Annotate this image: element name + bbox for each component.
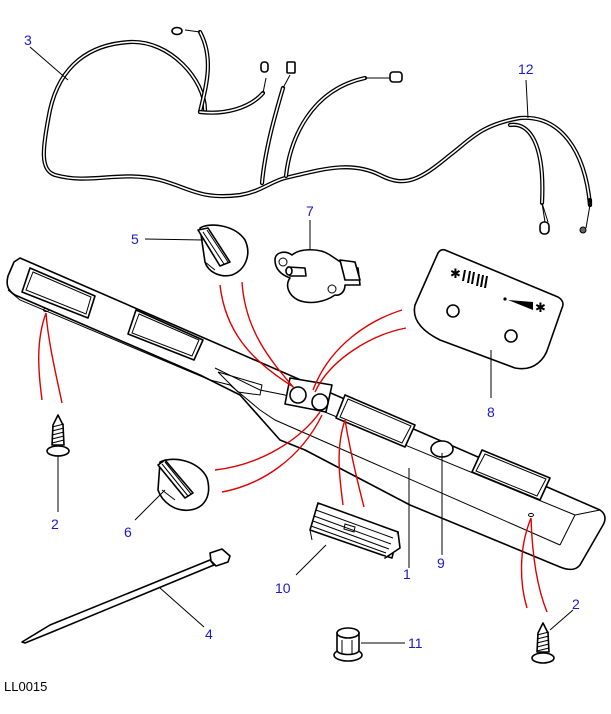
display-window — [471, 449, 551, 501]
callout-9[interactable]: 9 — [437, 555, 445, 571]
ring-terminal-icon — [171, 26, 183, 36]
illustration-reference-code: LL0015 — [4, 679, 47, 694]
bulb-holder[interactable] — [333, 627, 363, 662]
cable-tie[interactable] — [21, 548, 231, 644]
knob-hole — [289, 386, 307, 404]
callout-3[interactable]: 3 — [24, 32, 32, 48]
connector-icon — [389, 71, 403, 83]
heat-icon: ✱ — [535, 300, 546, 315]
callout-10[interactable]: 10 — [275, 580, 291, 596]
leader-lines — [29, 46, 574, 644]
knob-aperture — [504, 329, 518, 343]
air-vent-grille[interactable] — [309, 502, 401, 559]
callout-11[interactable]: 11 — [408, 635, 423, 651]
callout-12[interactable]: 12 — [518, 61, 534, 77]
knob-aperture — [446, 304, 460, 318]
display-window — [21, 267, 96, 319]
display-window — [127, 309, 204, 361]
assembly-lines — [38, 281, 548, 613]
callouts: 3 12 5 7 8 2 6 1 9 10 4 11 2 — [24, 32, 580, 651]
callout-5[interactable]: 5 — [131, 231, 139, 247]
ring-terminal-icon — [579, 226, 587, 234]
fan-icon: ✱ — [450, 266, 461, 281]
callout-4[interactable]: 4 — [205, 626, 213, 642]
display-window — [335, 394, 416, 448]
connector-icon — [260, 61, 269, 73]
connector-icon — [286, 61, 296, 74]
screw[interactable] — [531, 622, 555, 664]
knob-hole — [311, 393, 329, 411]
callout-7[interactable]: 7 — [306, 203, 314, 219]
callout-6[interactable]: 6 — [124, 524, 132, 540]
connector-icon — [539, 221, 550, 235]
control-legend-plate[interactable]: ✱ ✱ — [413, 248, 564, 370]
callout-1[interactable]: 1 — [403, 566, 411, 582]
temperature-wedge-icon — [508, 300, 533, 310]
callout-2-right[interactable]: 2 — [572, 596, 580, 612]
fan-speed-bars-icon — [462, 270, 488, 288]
control-knob[interactable] — [197, 224, 249, 277]
screw[interactable] — [46, 414, 70, 457]
rotary-switch[interactable] — [274, 248, 361, 304]
callout-8[interactable]: 8 — [487, 404, 495, 420]
control-knob[interactable] — [157, 458, 210, 512]
wiring-harness[interactable] — [41, 26, 593, 235]
console-panel[interactable] — [6, 257, 606, 571]
callout-2-left[interactable]: 2 — [51, 516, 59, 532]
